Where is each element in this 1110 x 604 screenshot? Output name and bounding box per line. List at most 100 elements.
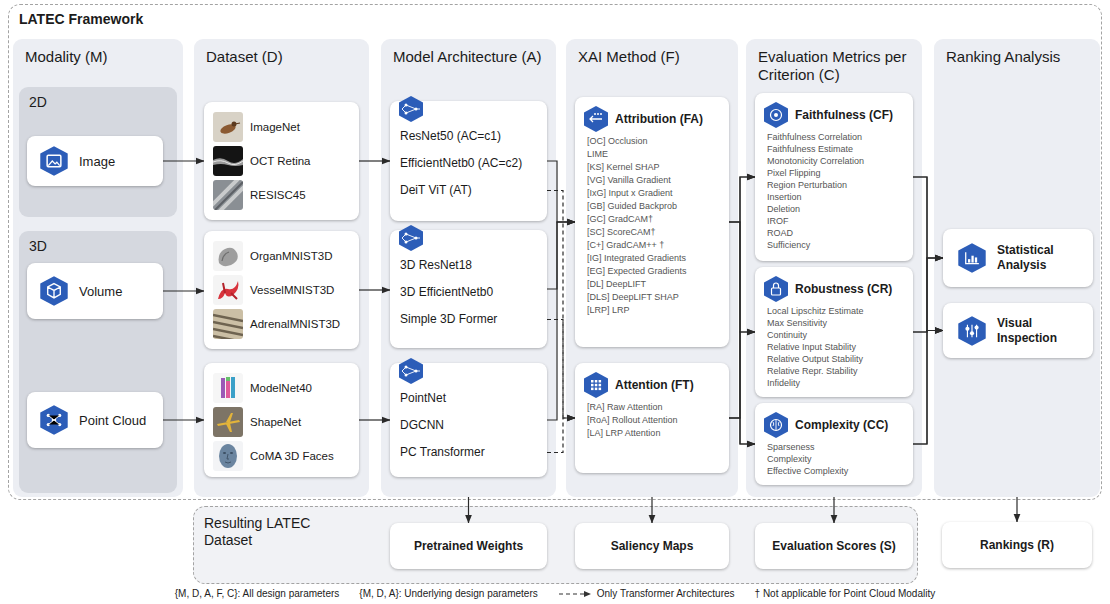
footer-slot: {M, D, A}: Underlying design parameters (359, 588, 537, 599)
node-label: Volume (79, 284, 157, 299)
process-box: Volume (27, 263, 163, 319)
list-item: VesselMNIST3D (204, 273, 353, 307)
footer-slot: {M, D, A, F, C}: All design parameters (175, 588, 340, 599)
list-item: CoMA 3D Faces (204, 439, 353, 473)
node-label: Complexity (CC) (755, 409, 907, 441)
list-item: DGCNN (390, 412, 541, 439)
output-group: Resulting LATEC DatasetPretrained Weight… (193, 506, 918, 584)
process-box: PointNetDGCNNPC Transformer (390, 363, 547, 477)
column-panel: Evaluation Metrics per Criterion (C) Fait… (746, 39, 922, 497)
node-label: Evaluation Metrics per Criterion (C) (746, 39, 922, 84)
list-item: EfficientNetb0 (AC=c2) (390, 150, 541, 177)
column-panel: Model Architecture (A) ResNet50 (AC=c1)Ef… (381, 39, 556, 497)
node-label: 3D ResNet18 (390, 252, 541, 279)
node-label: 3D (19, 231, 177, 261)
list-item: PC Transformer (390, 439, 541, 466)
dataset-thumbnail (213, 241, 243, 271)
column-panel: Modality (M) 2D Image 3D VolumePoint Cloud (13, 39, 183, 497)
list-item: [GB] Guided Backprob (575, 200, 723, 213)
process-box: Attribution (FA)[OC] OcclusionLIME[KS] K… (575, 97, 729, 347)
list-item: Continuity (755, 329, 907, 341)
footnote-label: † Not applicable for Point Cloud Modalit… (755, 588, 936, 599)
list-item: Local Lipschitz Estimate (755, 305, 907, 317)
list-item: Effective Complexity (755, 465, 907, 477)
hex-icon (583, 371, 609, 399)
node-label: Faithfulness (CF) (755, 99, 907, 131)
list-item: 3D EfficientNetb0 (390, 279, 541, 306)
list-item: Relative Repr. Stability (755, 365, 907, 377)
list-item: [LA] LRP Attention (575, 427, 723, 440)
process-box: Pretrained Weights (390, 523, 547, 569)
node-label: Robustness (CR) (755, 273, 907, 305)
node-label: LATEC Framework (9, 5, 1101, 33)
dataset-thumbnail (213, 275, 243, 305)
hex-icon (763, 275, 789, 303)
node-label: Modality (M) (13, 39, 183, 66)
list-item: Simple 3D Former (390, 306, 541, 333)
framework-frame: LATEC FrameworkModality (M) 2D Image 3D Volu… (8, 4, 1102, 500)
node-label: Ranking Analysis (934, 39, 1100, 66)
list-item: [IxG] Input x Gradient (575, 187, 723, 200)
list-item: [RoA] Rollout Attention (575, 414, 723, 427)
footnote-label: {M, D, A, F, C}: All design parameters (175, 588, 340, 599)
footnote-label: {M, D, A}: Underlying design parameters (359, 588, 537, 599)
node-label: Model Architecture (A) (381, 39, 556, 66)
list-item: Region Perturbation (755, 179, 907, 191)
process-box: Attention (FT)[RA] Raw Attention[RoA] Ro… (575, 363, 729, 473)
node-label: Image (79, 154, 157, 169)
process-box: ResNet50 (AC=c1)EfficientNetb0 (AC=c2)De… (390, 101, 547, 221)
connector (1016, 497, 1017, 522)
list-item: [KS] Kernel SHAP (575, 161, 723, 174)
list-item: Insertion (755, 191, 907, 203)
hex-icon (39, 404, 69, 436)
process-box: Complexity (CC)SparsenessComplexityEffec… (755, 403, 913, 485)
list-item: [RA] Raw Attention (575, 401, 723, 414)
node-label: Rankings (R) (980, 538, 1054, 552)
node-label: Evaluation Scores (S) (772, 539, 895, 553)
hex-icon (39, 145, 69, 177)
node-label: 2D (19, 87, 177, 117)
node-label: Point Cloud (79, 413, 157, 428)
node-label: Attention (FT) (575, 369, 723, 401)
node-label: Statistical Analysis (997, 243, 1085, 273)
node-label: XAI Method (F) (566, 39, 738, 66)
list-item: Deletion (755, 203, 907, 215)
legend-item: Only Transformer Architectures (558, 588, 735, 599)
process-box: Point Cloud (27, 392, 163, 448)
process-box: Statistical Analysis (943, 229, 1093, 287)
hex-icon (398, 357, 424, 385)
list-item: LIME (575, 148, 723, 161)
process-box: Faithfulness (CF)Faithfulness Correlatio… (755, 93, 913, 261)
list-item: [OC] Occlusion (575, 135, 723, 148)
footer-slot: † Not applicable for Point Cloud Modalit… (755, 588, 936, 599)
node-label: PointNet (390, 385, 541, 412)
footer-row: {M, D, A, F, C}: All design parameters {… (0, 588, 1110, 599)
list-item: DeiT ViT (AT) (390, 177, 541, 204)
dataset-thumbnail (213, 441, 243, 471)
list-item: ShapeNet (204, 405, 353, 439)
list-item: Infidelity (755, 377, 907, 389)
column-panel: Dataset (D)ImageNetOCT RetinaRESISC45Org… (194, 39, 369, 497)
hex-icon (398, 95, 424, 123)
dataset-thumbnail (213, 309, 243, 339)
process-box: Evaluation Scores (S) (755, 523, 913, 569)
dataset-thumbnail (213, 373, 243, 403)
dataset-thumbnail (213, 112, 243, 142)
list-item: ROAD (755, 227, 907, 239)
list-item: [VG] Vanilla Gradient (575, 174, 723, 187)
column-panel: Ranking AnalysisStatistical AnalysisVisu… (934, 39, 1100, 497)
process-box: 3D ResNet183D EfficientNetb0Simple 3D Fo… (390, 230, 547, 348)
list-item: [EG] Expected Gradients (575, 265, 723, 278)
list-item: Faithfulness Estimate (755, 143, 907, 155)
list-item: [IG] Integrated Gradients (575, 252, 723, 265)
process-box: ModelNet40ShapeNetCoMA 3D Faces (204, 363, 359, 477)
process-box: OrganMNIST3DVesselMNIST3DAdrenalMNIST3D (204, 231, 359, 349)
column-panel: XAI Method (F) Attribution (FA)[OC] Occlu… (566, 39, 738, 497)
hex-icon (398, 224, 424, 252)
node-label: Dataset (D) (194, 39, 369, 66)
legend-label: Only Transformer Architectures (597, 588, 735, 599)
hex-icon (957, 242, 987, 274)
node-label: Pretrained Weights (414, 539, 523, 553)
process-box: Image (27, 136, 163, 186)
footer-slot: Only Transformer Architectures (597, 588, 735, 599)
